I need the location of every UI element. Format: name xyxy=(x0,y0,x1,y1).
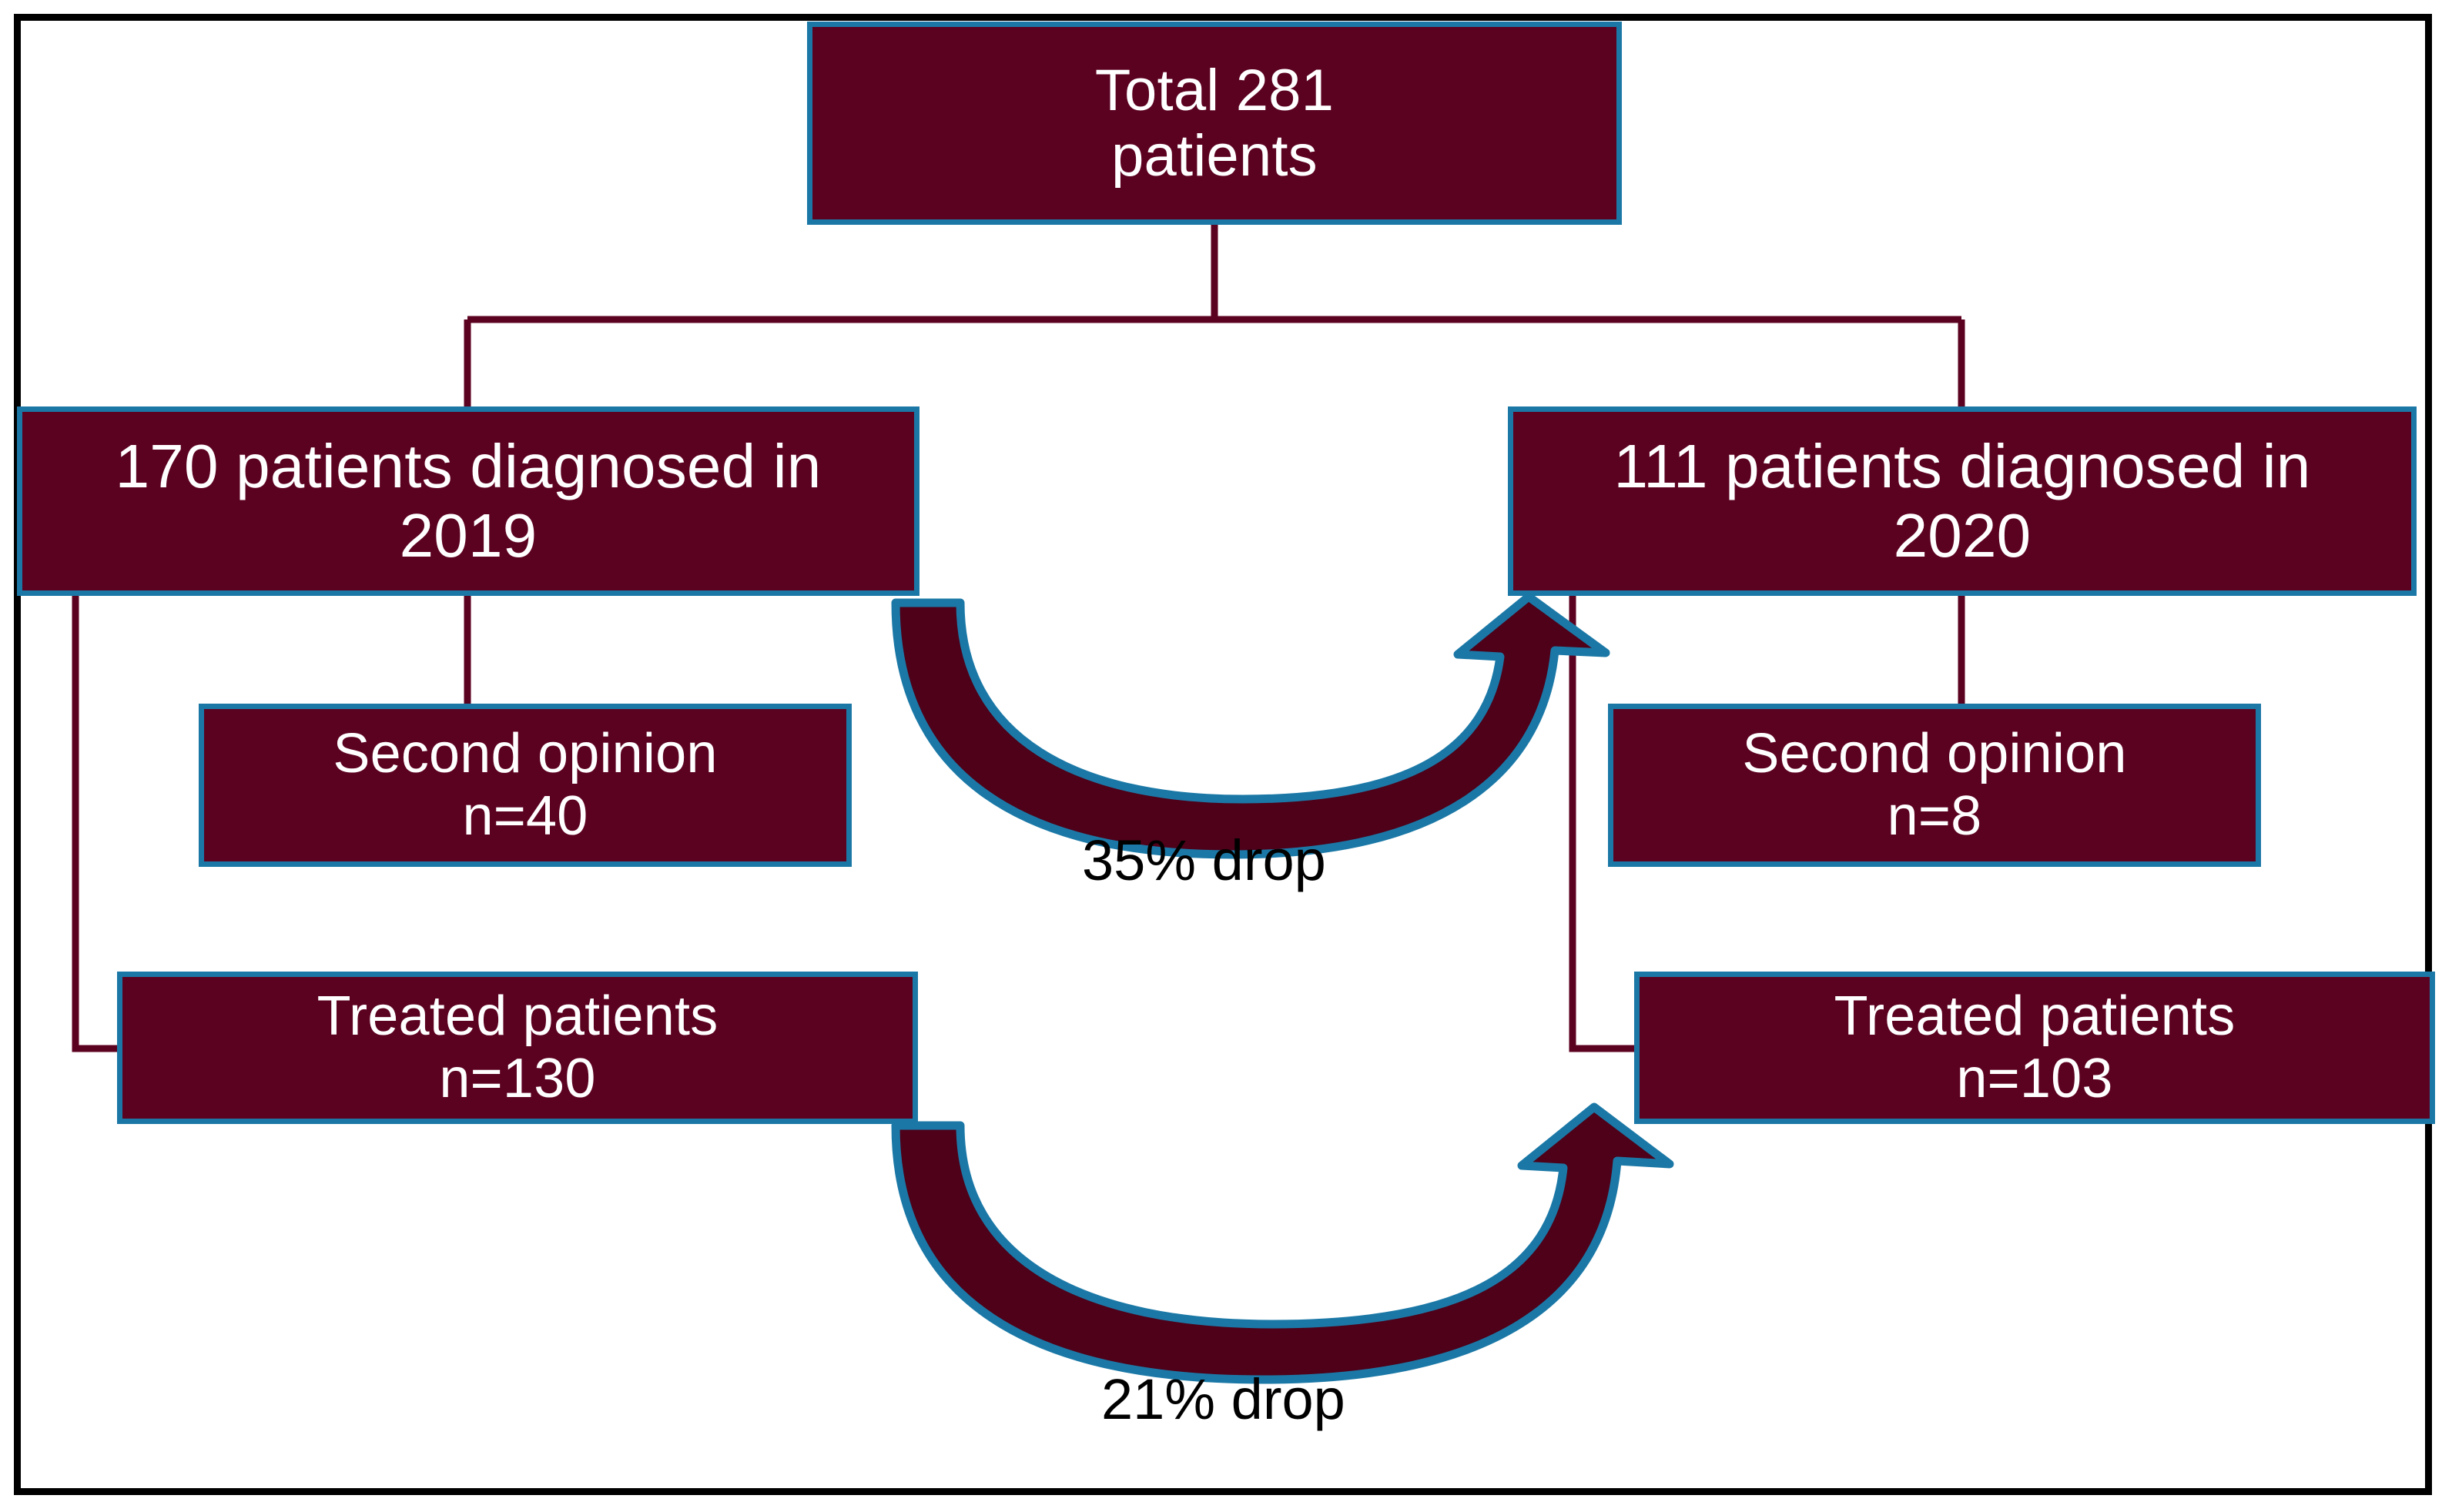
node-treated-patients-2019[interactable]: Treated patients n=130 xyxy=(117,972,918,1124)
curved-arrow-21-percent xyxy=(891,1102,1674,1384)
connector-2020-children xyxy=(1569,596,1965,1052)
node-second-opinion-2019-line1: Second opinion xyxy=(333,723,718,785)
node-total-line1: Total 281 xyxy=(1094,57,1335,123)
node-second-opinion-2020[interactable]: Second opinion n=8 xyxy=(1608,704,2261,867)
connector-2020-to-treated xyxy=(1569,596,1663,1052)
node-treated-patients-2019-line1: Treated patients xyxy=(317,985,719,1048)
connector-total-to-years xyxy=(464,225,1965,406)
node-second-opinion-2019[interactable]: Second opinion n=40 xyxy=(199,704,852,867)
node-second-opinion-2019-line2: n=40 xyxy=(462,785,588,847)
node-treated-patients-2020-line1: Treated patients xyxy=(1834,985,2236,1048)
node-diagnosed-2020-line2: 2020 xyxy=(1893,501,2032,570)
node-second-opinion-2020-line1: Second opinion xyxy=(1742,723,2127,785)
node-treated-patients-2020[interactable]: Treated patients n=103 xyxy=(1634,972,2435,1124)
curved-arrow-35-percent xyxy=(891,592,1610,859)
node-total-line2: patients xyxy=(1111,123,1318,189)
node-total-patients[interactable]: Total 281 patients xyxy=(807,22,1622,225)
node-diagnosed-2019-line1: 170 patients diagnosed in xyxy=(115,432,822,501)
node-diagnosed-2020-line1: 111 patients diagnosed in xyxy=(1613,432,2311,501)
node-diagnosed-2020[interactable]: 111 patients diagnosed in 2020 xyxy=(1508,406,2417,596)
node-diagnosed-2019-line2: 2019 xyxy=(399,501,538,570)
node-treated-patients-2020-line2: n=103 xyxy=(1956,1048,2113,1109)
node-treated-patients-2019-line2: n=130 xyxy=(439,1048,596,1109)
label-diagnosed-drop-percent: 35% drop xyxy=(1082,828,1326,892)
node-second-opinion-2020-line2: n=8 xyxy=(1887,785,1982,847)
node-diagnosed-2019[interactable]: 170 patients diagnosed in 2019 xyxy=(17,406,920,596)
label-treated-drop-percent: 21% drop xyxy=(1101,1367,1345,1431)
